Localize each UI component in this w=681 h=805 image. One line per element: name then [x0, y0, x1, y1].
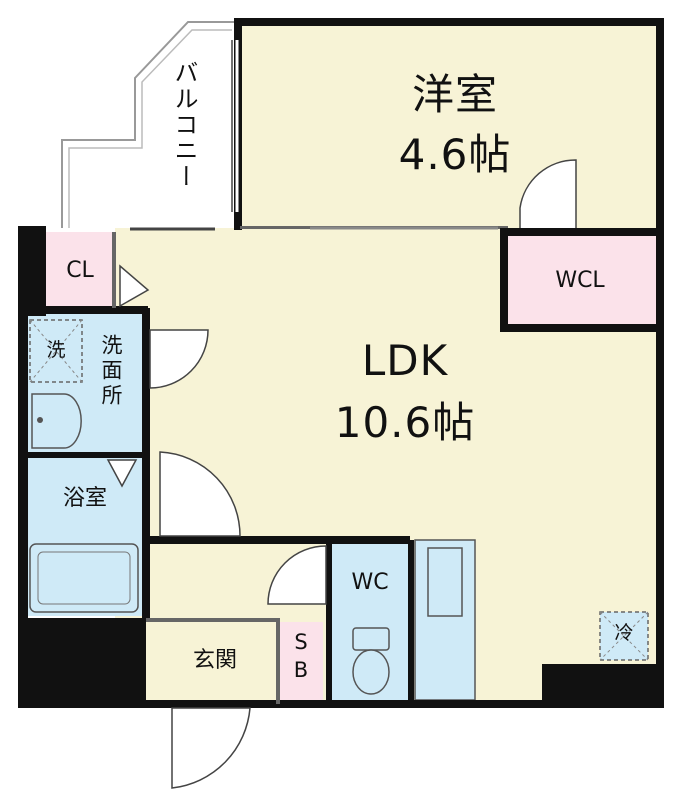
wall-shoe-box-left — [276, 620, 280, 704]
wall-entrance-top — [146, 618, 280, 622]
bath-label: 浴室 — [62, 486, 107, 511]
toilet-label: WC — [351, 570, 389, 595]
shoe-box-label: SB — [289, 630, 313, 686]
western-room-floor — [240, 22, 658, 228]
closet-floor — [45, 232, 115, 308]
bath-door-mark — [106, 459, 138, 488]
bathtub-inner — [37, 551, 131, 605]
toilet-door — [267, 545, 327, 605]
entrance-label: 玄関 — [192, 648, 237, 673]
ldk-size: 10.6帖 — [334, 398, 476, 447]
counter-sink — [427, 547, 463, 617]
balcony-outline — [61, 21, 238, 228]
wcl-label: WCL — [555, 268, 605, 293]
shoe-box-floor — [279, 622, 323, 700]
closet-label: CL — [66, 258, 94, 283]
wall-washroom-right — [142, 308, 150, 620]
wall-wcl-left — [500, 228, 508, 332]
wall-right — [656, 18, 664, 708]
washroom-label: 洗面所 — [99, 334, 123, 409]
washroom-door — [149, 329, 209, 389]
wall-left-block — [18, 618, 146, 706]
western-room-name: 洋室 — [411, 70, 498, 119]
toilet-bowl — [352, 649, 390, 695]
wall-closet-bottom — [18, 306, 148, 314]
wall-left — [18, 226, 28, 706]
western-room-size: 4.6帖 — [398, 130, 512, 179]
wall-wcl-bottom — [500, 324, 664, 332]
wall-hall-top — [146, 536, 410, 544]
wcl-floor — [506, 235, 656, 325]
wash-basin — [31, 393, 82, 449]
washer-cross-a — [29, 319, 83, 383]
ldk-name: LDK — [361, 336, 449, 385]
wall-toilet-right — [408, 540, 414, 706]
wall-bottom-right-block — [542, 664, 664, 708]
wall-closet-right — [112, 232, 116, 308]
wall-wcl-top — [500, 228, 664, 236]
washer-label: 洗 — [46, 339, 66, 361]
wall-bottom — [18, 700, 664, 708]
fridge-cross-b — [599, 611, 649, 661]
balcony-label: バルコニー — [170, 60, 198, 190]
entrance-door — [171, 707, 251, 789]
balcony-inner-rail — [68, 29, 232, 228]
wall-bath-top — [26, 452, 146, 458]
fridge-label: 冷 — [614, 622, 634, 644]
wall-top — [236, 18, 664, 26]
fridge-cross-a — [599, 611, 649, 661]
bath-door — [159, 451, 241, 537]
western-room-door — [519, 159, 577, 228]
basin-drain — [37, 417, 43, 423]
closet-door — [119, 264, 150, 308]
wall-toilet-left — [326, 540, 332, 706]
washer-cross-b — [29, 319, 83, 383]
toilet-tank — [352, 627, 390, 651]
